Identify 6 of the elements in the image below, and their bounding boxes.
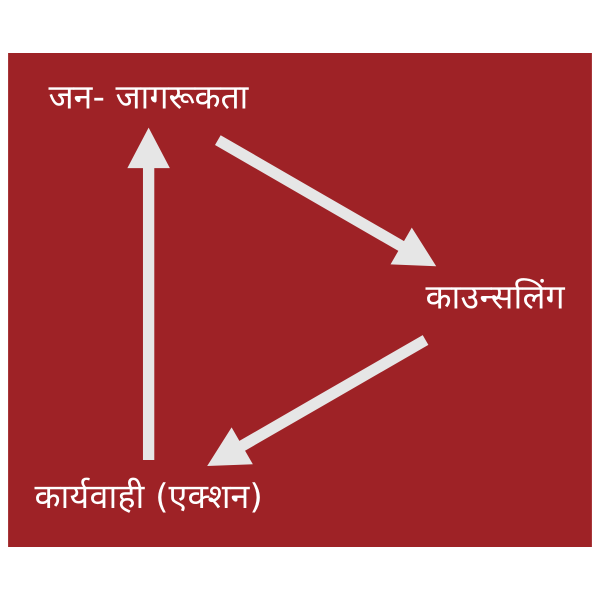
node-text: कार्यवाही (एक्शन) (34, 477, 263, 518)
arrow (215, 135, 436, 266)
arrow (207, 335, 428, 466)
node-text: जन- जागरूकता (48, 77, 249, 118)
node-text: काउन्सलिंग (425, 277, 564, 318)
arrow (127, 128, 170, 460)
